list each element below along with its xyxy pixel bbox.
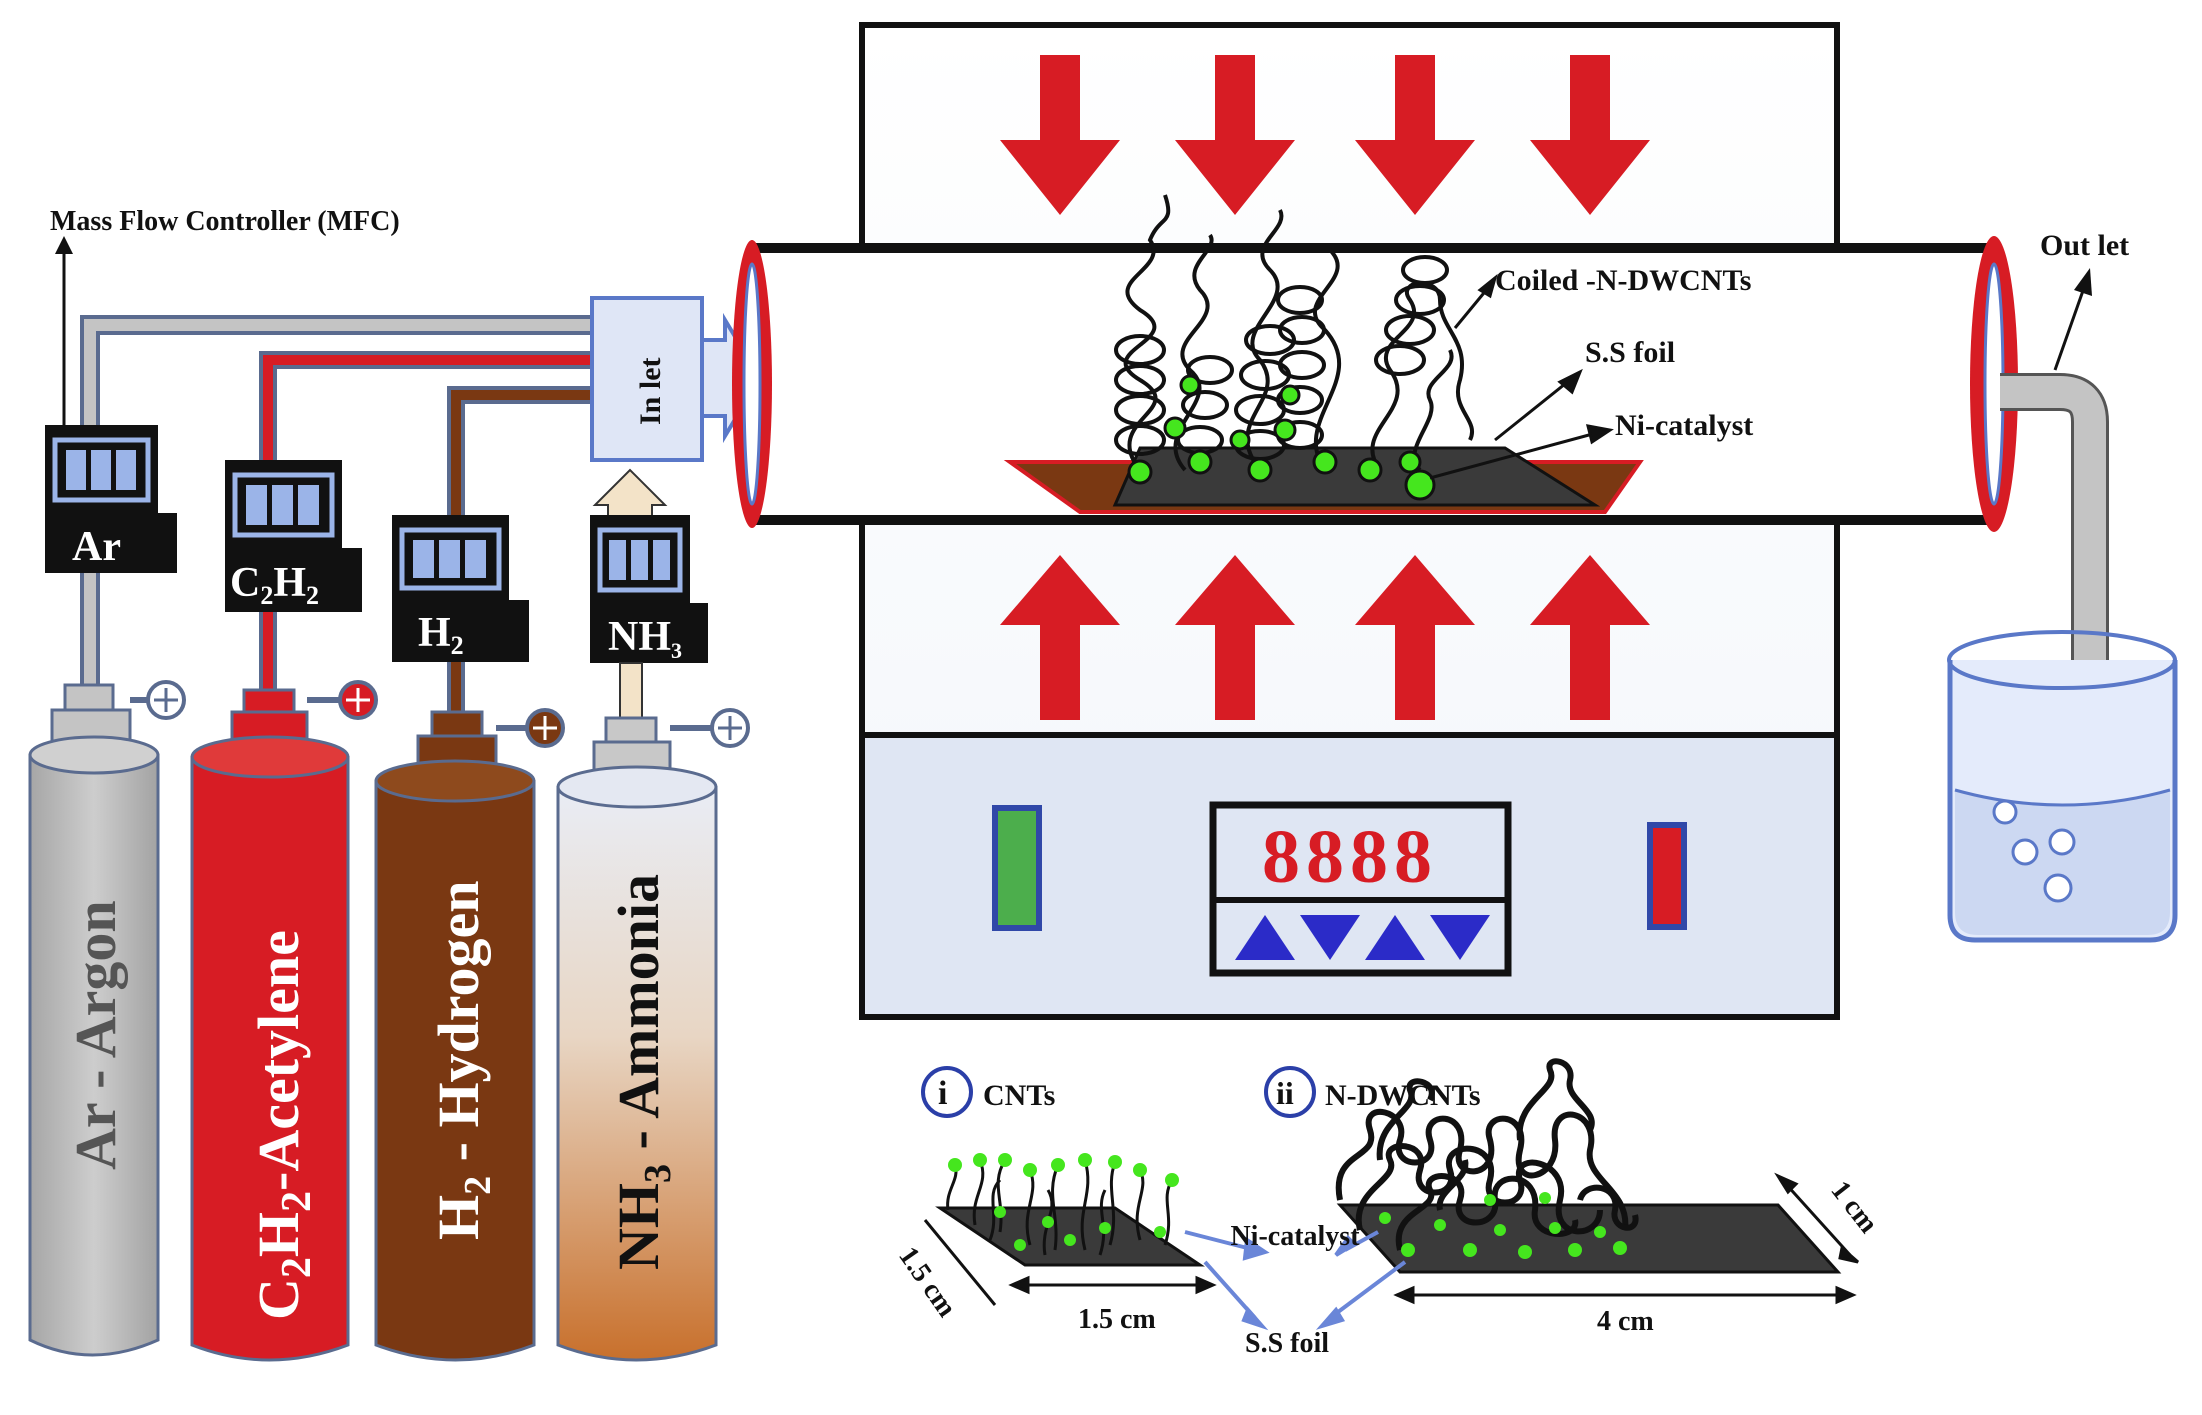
cylinder-ammonia: NH3 - Ammonia bbox=[556, 708, 750, 1362]
panel-ss-foil-label: S.S foil bbox=[1245, 1328, 1329, 1359]
panel-ii-dim-length: 4 cm bbox=[1597, 1306, 1654, 1337]
meter-label-h2: H2 bbox=[418, 610, 464, 660]
inlet-label: In let bbox=[634, 357, 667, 425]
ni-catalyst-particles-tube bbox=[1127, 374, 1436, 501]
cylinder-name-argon: Ar - Argon bbox=[63, 900, 128, 1170]
tube-label-arrows bbox=[1429, 273, 1614, 480]
ss-foil-label: S.S foil bbox=[1585, 336, 1675, 369]
ni-catalyst-label: Ni-catalyst bbox=[1615, 409, 1753, 442]
coiled-cnt-label: Coiled -N-DWCNTs bbox=[1495, 264, 1751, 297]
flow-meter-h2: H2 bbox=[392, 515, 529, 662]
cylinder-name-ammonia: NH3 - Ammonia bbox=[606, 874, 679, 1270]
panel-i-marker bbox=[921, 1066, 973, 1118]
panel-i-dimension-lines bbox=[923, 1219, 1217, 1306]
substrate-boat bbox=[1003, 446, 1644, 514]
flow-meter-c2h2: C2H2 bbox=[225, 460, 362, 612]
heat-arrows-bottom bbox=[1000, 555, 1650, 720]
panel-ii-marker bbox=[1264, 1066, 1316, 1118]
panel-ni-catalyst-text: Ni-catalyst bbox=[1230, 1221, 1360, 1252]
cylinder-hydrogen: H2 - Hydrogen bbox=[374, 708, 565, 1362]
panel-ii-dim-width: 1 cm bbox=[1824, 1175, 1883, 1239]
panel-ii-catalyst-dots bbox=[1379, 1192, 1627, 1259]
panel-pointer-arrows bbox=[1184, 1230, 1407, 1331]
meter-label-ar: Ar bbox=[72, 524, 121, 570]
meter-label-c2h2: C2H2 bbox=[230, 560, 319, 610]
panel-i-cnts bbox=[946, 1159, 1174, 1256]
meter-label-nh3: NH3 bbox=[608, 614, 682, 663]
panel-i-title: CNTs bbox=[983, 1079, 1055, 1112]
controller-display: 8888 bbox=[1262, 815, 1438, 899]
panel-ii-dimension-lines bbox=[1393, 1172, 1859, 1305]
outlet-label: Out let bbox=[2040, 229, 2129, 262]
cylinder-name-acetylene: C2H2-Acetylene bbox=[246, 930, 320, 1320]
cylinder-acetylene: C2H2-Acetylene bbox=[190, 680, 378, 1362]
cylinder-name-hydrogen: H2 - Hydrogen bbox=[426, 880, 499, 1240]
panel-ii-title: N-DWCNTs bbox=[1325, 1079, 1481, 1112]
panel-i-catalyst-dots bbox=[948, 1153, 1179, 1251]
flow-meter-ar: Ar bbox=[45, 425, 177, 573]
heat-arrows-top bbox=[1000, 55, 1650, 215]
cylinder-argon: Ar - Argon bbox=[28, 680, 186, 1357]
mfc-label: Mass Flow Controller (MFC) bbox=[50, 206, 400, 237]
temperature-controller: 8888 bbox=[992, 801, 1687, 977]
panel-ii-coiled-cnts bbox=[1335, 1058, 1639, 1251]
outlet-assembly bbox=[1947, 268, 2178, 943]
panel-i-dim-bottom: 1.5 cm bbox=[1078, 1304, 1156, 1335]
panel-ni-catalyst-label: Ni-catalyst bbox=[1230, 1221, 1360, 1252]
panel-i-marker-text: i bbox=[938, 1075, 947, 1112]
panel-ii-marker-text: ii bbox=[1276, 1075, 1294, 1111]
flow-meter-nh3: NH3 bbox=[590, 515, 708, 724]
